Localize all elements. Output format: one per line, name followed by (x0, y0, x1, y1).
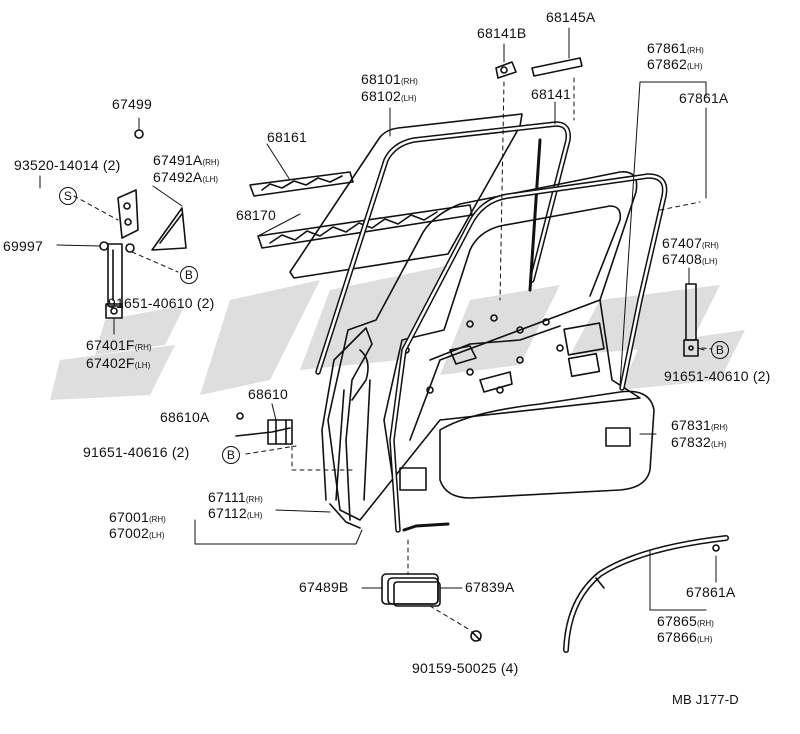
part-number: 67002 (109, 525, 149, 541)
label-68102-lh: 68102(LH) (361, 89, 417, 106)
drawing-code: MB J177-D (672, 692, 739, 707)
screw-marker: S (59, 187, 77, 205)
glass-run-channel (318, 124, 568, 372)
part-number: 67111 (208, 489, 246, 505)
side-tag: (LH) (202, 175, 219, 184)
label-67401f-rh: 67401F(RH) (86, 338, 152, 355)
label-69997: 69997 (3, 238, 43, 254)
door-glass-part (290, 114, 522, 278)
side-tag: (RH) (400, 77, 418, 86)
roof-weatherstrip-part (566, 538, 726, 650)
label-67489b: 67489B (299, 579, 349, 595)
side-tag: (LH) (148, 531, 165, 540)
door-weatherstrip-part (392, 176, 665, 530)
label-93520-14014: 93520-14014 (2) (14, 157, 121, 173)
side-tag: (LH) (696, 635, 713, 644)
part-number: 67492A (153, 169, 203, 185)
label-68101-rh: 68101(RH) (361, 72, 418, 89)
side-tag: (RH) (701, 241, 719, 250)
side-tag: (LH) (701, 257, 718, 266)
label-68141: 68141 (531, 86, 571, 102)
part-number: 67862 (647, 56, 687, 72)
label-67499: 67499 (112, 96, 152, 112)
part-number: 67401F (86, 337, 135, 353)
small-clip-parts (496, 58, 582, 78)
service-hole-cover-part (382, 574, 481, 641)
label-67002-lh: 67002(LH) (109, 526, 165, 543)
window-channel-strips (250, 172, 472, 248)
label-68141b: 68141B (477, 25, 527, 41)
part-number: 67408 (662, 251, 702, 267)
label-67861-rh: 67861(RH) (647, 41, 704, 58)
leader-lines (39, 27, 717, 611)
side-tag: (RH) (686, 46, 704, 55)
part-number: 68101 (361, 71, 401, 87)
label-68145a: 68145A (546, 9, 596, 25)
side-tag: (RH) (148, 515, 166, 524)
door-checker-part (684, 284, 698, 356)
label-91651-40616: 91651-40616 (2) (83, 444, 190, 460)
label-68170: 68170 (236, 207, 276, 223)
side-tag: (LH) (134, 361, 151, 370)
label-67862-lh: 67862(LH) (647, 57, 703, 74)
bolt-marker-right: B (711, 341, 729, 359)
label-67001-rh: 67001(RH) (109, 510, 166, 527)
label-68610a: 68610A (160, 409, 210, 425)
side-tag: (RH) (134, 343, 152, 352)
dashed-leader-lines (73, 77, 713, 631)
label-67402f-lh: 67402F(LH) (86, 356, 150, 373)
label-67407-rh: 67407(RH) (662, 236, 719, 253)
door-trim-panel-part (440, 391, 654, 498)
outer-panel-part (322, 328, 372, 528)
part-number: 67861 (647, 40, 687, 56)
label-67861a-top: 67861A (679, 90, 729, 106)
side-tag: (RH) (696, 619, 714, 628)
label-67408-lh: 67408(LH) (662, 252, 718, 269)
label-67492a-lh: 67492A(LH) (153, 170, 218, 187)
part-number: 67832 (671, 434, 711, 450)
label-67861a-bottom: 67861A (686, 584, 736, 600)
part-number: 67407 (662, 235, 702, 251)
label-67832-lh: 67832(LH) (671, 435, 727, 452)
side-tag: (LH) (246, 511, 263, 520)
part-number: 67865 (657, 613, 697, 629)
part-number: 67866 (657, 629, 697, 645)
side-tag: (LH) (710, 440, 727, 449)
door-hinge-part (236, 413, 292, 444)
bolt-marker-left: B (180, 266, 198, 284)
label-68161: 68161 (267, 129, 307, 145)
label-67111-rh: 67111(RH) (208, 490, 263, 507)
label-67839a: 67839A (465, 579, 515, 595)
label-67831-rh: 67831(RH) (671, 418, 728, 435)
side-tag: (LH) (686, 62, 703, 71)
label-91651-40610-left: 91651-40610 (2) (108, 295, 215, 311)
side-tag: (RH) (710, 423, 728, 432)
bolt-marker-hinge: B (222, 446, 240, 464)
door-shell-part (328, 172, 640, 520)
part-number: 67831 (671, 417, 711, 433)
part-number: 67001 (109, 509, 149, 525)
label-67865-rh: 67865(RH) (657, 614, 714, 631)
label-67491a-rh: 67491A(RH) (153, 153, 219, 170)
side-tag: (RH) (245, 495, 263, 504)
label-91651-40610-right: 91651-40610 (2) (664, 368, 771, 384)
side-tag: (LH) (400, 94, 417, 103)
part-number: 67112 (208, 505, 247, 521)
label-68610: 68610 (248, 386, 288, 402)
label-67866-lh: 67866(LH) (657, 630, 713, 647)
part-number: 67402F (86, 355, 135, 371)
part-number: 67491A (153, 152, 203, 168)
part-number: 68102 (361, 88, 401, 104)
label-67112-lh: 67112(LH) (208, 506, 262, 523)
side-tag: (RH) (202, 158, 220, 167)
label-90159-50025: 90159-50025 (4) (412, 660, 519, 676)
